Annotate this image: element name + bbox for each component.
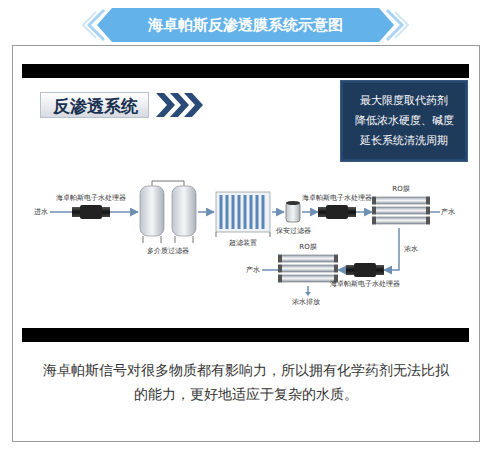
part-name: RO膜 [299, 242, 316, 252]
black-bar [22, 328, 469, 342]
box-text: 最大限度取代药剂 [349, 91, 459, 111]
flow-label: 产水 [441, 207, 455, 217]
note-box: 最大限度取代药剂降低浓水硬度、碱度延长系统清洗周期 [340, 80, 468, 162]
ro-membrane: RO膜 [372, 196, 430, 228]
part-name: 超滤装置 [229, 238, 257, 248]
part-name: RO膜 [392, 184, 409, 194]
flow-label: 产水 [246, 265, 260, 275]
ultrafiltration-symbol [216, 192, 270, 237]
pipe [430, 211, 440, 213]
flow-label: 浓水排放 [292, 297, 320, 307]
part-name: 保安过滤器 [276, 226, 311, 236]
cartridge-filter: 保安过滤器 [284, 200, 302, 224]
pipe-connector [384, 228, 399, 270]
pipe-connector [302, 211, 318, 213]
ro-membrane-symbol [278, 197, 430, 283]
pipe [262, 269, 278, 271]
cartridge-filter-symbol [286, 201, 300, 222]
water-processor: 海卓帕斯电子水处理器 [72, 205, 110, 219]
tank-symbol [140, 181, 196, 243]
black-bar [22, 64, 469, 78]
caption: 海卓帕斯信号对很多物质都有影响力，所以拥有化学药剂无法比拟的能力，更好地适应于复… [38, 358, 453, 406]
pipe [50, 211, 72, 213]
frame [13, 46, 480, 442]
title: 海卓帕斯反渗透膜系统示意图 [100, 10, 391, 40]
arrow-head [305, 292, 311, 296]
chevrons [156, 93, 203, 117]
heading-box: 反渗透系统 [40, 92, 149, 118]
box-text: 反渗透系统 [53, 93, 138, 119]
flow-label: 进水 [34, 207, 48, 217]
pipe-connector [110, 211, 138, 213]
title-ribbon [83, 8, 408, 42]
pipe-connector [272, 211, 284, 213]
part-name: 海卓帕斯电子水处理器 [56, 193, 126, 203]
box-text: 延长系统清洗周期 [349, 131, 459, 151]
part-name: 海卓帕斯电子水处理器 [330, 279, 400, 289]
media-filter: 多介质过滤器 [138, 180, 198, 244]
pipe-connector [198, 211, 214, 213]
ultrafiltration-unit: 超滤装置 [214, 188, 272, 236]
ro-membrane: RO膜 [278, 254, 338, 286]
pipe-connector [356, 211, 372, 213]
edge-label: 浓水 [403, 244, 419, 254]
water-processor: 海卓帕斯电子水处理器 [346, 263, 384, 277]
part-name: 海卓帕斯电子水处理器 [302, 193, 372, 203]
pipe-connector [338, 269, 346, 271]
water-processor: 海卓帕斯电子水处理器 [318, 205, 356, 219]
part-name: 多介质过滤器 [147, 246, 189, 256]
box-text: 降低浓水硬度、碱度 [349, 111, 459, 131]
